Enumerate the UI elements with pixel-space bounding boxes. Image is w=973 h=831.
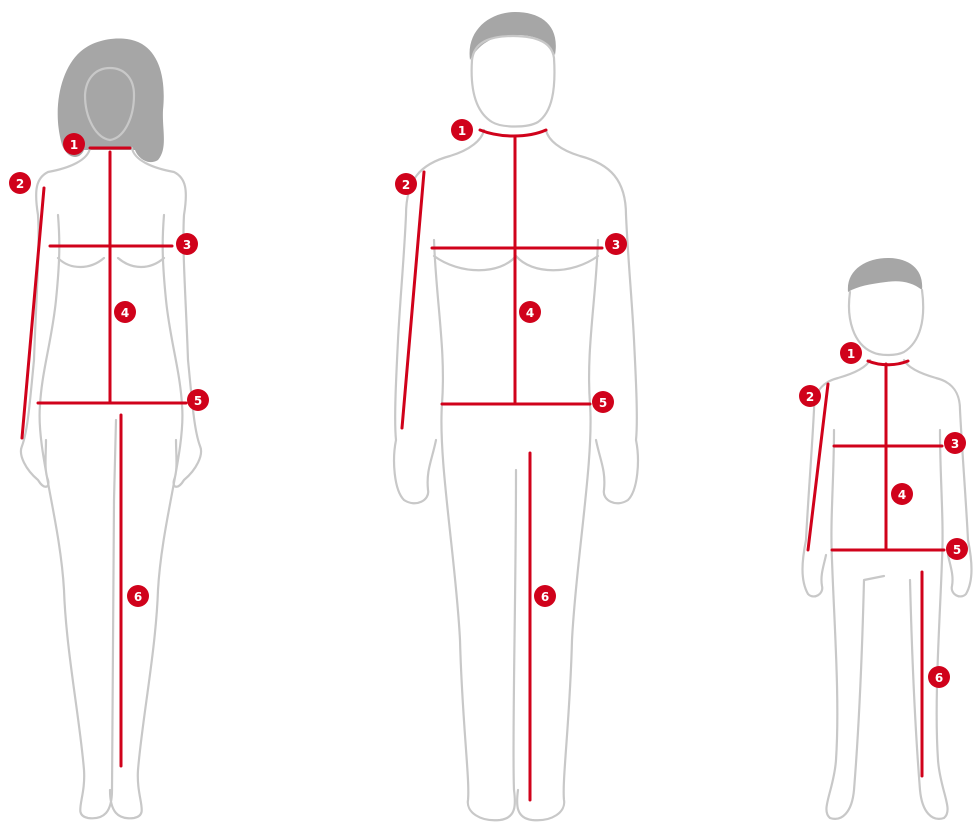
man-badge-4: 4	[519, 301, 541, 323]
svg-text:5: 5	[599, 396, 607, 410]
child-badge-3: 3	[944, 432, 966, 454]
child-badge-4: 4	[891, 483, 913, 505]
svg-text:2: 2	[16, 177, 24, 191]
svg-text:1: 1	[70, 138, 78, 152]
svg-text:6: 6	[541, 590, 549, 604]
man-figure: 1 2 3 4 5 6	[394, 12, 638, 820]
man-head	[472, 36, 555, 127]
woman-badge-1: 1	[63, 133, 85, 155]
svg-text:1: 1	[847, 347, 855, 361]
child-badge-2: 2	[799, 385, 821, 407]
svg-text:1: 1	[458, 124, 466, 138]
man-neck-line	[480, 130, 546, 136]
svg-text:4: 4	[121, 306, 129, 320]
child-head	[849, 290, 923, 355]
child-neck-line	[868, 361, 908, 365]
woman-figure: 1 2 3 4 5 6	[9, 38, 209, 818]
child-badge-5: 5	[946, 538, 968, 560]
woman-badge-5: 5	[187, 389, 209, 411]
svg-text:6: 6	[134, 590, 142, 604]
child-badge-6: 6	[928, 666, 950, 688]
svg-text:5: 5	[194, 394, 202, 408]
svg-text:6: 6	[935, 671, 943, 685]
svg-text:3: 3	[951, 437, 959, 451]
svg-text:5: 5	[953, 543, 961, 557]
svg-text:4: 4	[526, 306, 534, 320]
woman-badge-4: 4	[114, 301, 136, 323]
man-badge-1: 1	[451, 119, 473, 141]
woman-badge-3: 3	[176, 233, 198, 255]
svg-text:2: 2	[402, 178, 410, 192]
woman-badge-6: 6	[127, 585, 149, 607]
child-hair	[848, 258, 922, 292]
man-badge-3: 3	[605, 233, 627, 255]
svg-text:3: 3	[612, 238, 620, 252]
svg-text:3: 3	[183, 238, 191, 252]
svg-text:2: 2	[806, 390, 814, 404]
woman-badge-2: 2	[9, 172, 31, 194]
child-badge-1: 1	[840, 342, 862, 364]
child-figure: 1 2 3 4 5 6	[799, 258, 972, 819]
man-badge-6: 6	[534, 585, 556, 607]
svg-text:4: 4	[898, 488, 906, 502]
man-badge-2: 2	[395, 173, 417, 195]
man-badge-5: 5	[592, 391, 614, 413]
